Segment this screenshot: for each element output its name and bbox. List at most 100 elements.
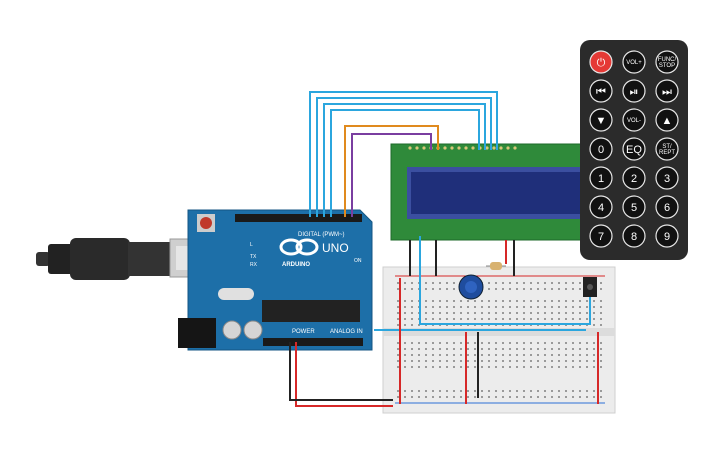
- breadboard-hole[interactable]: [488, 300, 490, 302]
- breadboard-hole[interactable]: [565, 366, 567, 368]
- breadboard-hole[interactable]: [467, 360, 469, 362]
- breadboard-hole[interactable]: [551, 348, 553, 350]
- breadboard-hole[interactable]: [523, 348, 525, 350]
- breadboard-hole[interactable]: [544, 312, 546, 314]
- breadboard-hole[interactable]: [474, 312, 476, 314]
- rail-hole[interactable]: [453, 288, 455, 290]
- remote-button-next[interactable]: ⏭: [655, 79, 679, 103]
- breadboard-hole[interactable]: [586, 318, 588, 320]
- rail-hole[interactable]: [488, 288, 490, 290]
- breadboard-hole[interactable]: [411, 324, 413, 326]
- rail-hole[interactable]: [446, 390, 448, 392]
- breadboard-hole[interactable]: [572, 312, 574, 314]
- rail-hole[interactable]: [502, 396, 504, 398]
- lcd-pin[interactable]: [457, 146, 461, 150]
- breadboard-hole[interactable]: [488, 318, 490, 320]
- breadboard-hole[interactable]: [439, 342, 441, 344]
- rail-hole[interactable]: [537, 282, 539, 284]
- ir-receiver[interactable]: [583, 277, 597, 297]
- breadboard-hole[interactable]: [488, 306, 490, 308]
- rail-hole[interactable]: [509, 282, 511, 284]
- breadboard-hole[interactable]: [411, 300, 413, 302]
- breadboard-hole[interactable]: [502, 360, 504, 362]
- rail-hole[interactable]: [558, 282, 560, 284]
- breadboard-hole[interactable]: [551, 312, 553, 314]
- lcd-16x2-display[interactable]: [390, 143, 592, 241]
- breadboard-hole[interactable]: [551, 354, 553, 356]
- breadboard-hole[interactable]: [544, 354, 546, 356]
- breadboard-hole[interactable]: [551, 342, 553, 344]
- breadboard-hole[interactable]: [558, 312, 560, 314]
- rail-hole[interactable]: [460, 396, 462, 398]
- breadboard-hole[interactable]: [516, 366, 518, 368]
- breadboard-hole[interactable]: [425, 342, 427, 344]
- breadboard-hole[interactable]: [523, 360, 525, 362]
- breadboard-hole[interactable]: [439, 306, 441, 308]
- rail-hole[interactable]: [523, 282, 525, 284]
- breadboard-hole[interactable]: [509, 300, 511, 302]
- rail-hole[interactable]: [530, 282, 532, 284]
- rail-hole[interactable]: [558, 396, 560, 398]
- breadboard-hole[interactable]: [600, 342, 602, 344]
- breadboard-hole[interactable]: [397, 300, 399, 302]
- breadboard-hole[interactable]: [593, 312, 595, 314]
- rail-hole[interactable]: [467, 396, 469, 398]
- breadboard-hole[interactable]: [558, 342, 560, 344]
- rail-hole[interactable]: [397, 396, 399, 398]
- breadboard-hole[interactable]: [425, 366, 427, 368]
- rail-hole[interactable]: [509, 288, 511, 290]
- breadboard-hole[interactable]: [495, 306, 497, 308]
- breadboard-hole[interactable]: [530, 360, 532, 362]
- rail-hole[interactable]: [579, 282, 581, 284]
- breadboard-hole[interactable]: [474, 300, 476, 302]
- rail-hole[interactable]: [551, 390, 553, 392]
- breadboard-hole[interactable]: [495, 360, 497, 362]
- breadboard-hole[interactable]: [411, 318, 413, 320]
- breadboard-hole[interactable]: [481, 312, 483, 314]
- breadboard-hole[interactable]: [600, 354, 602, 356]
- lcd-pin[interactable]: [485, 146, 489, 150]
- breadboard-hole[interactable]: [502, 354, 504, 356]
- remote-button-one[interactable]: 1: [589, 166, 613, 190]
- breadboard-hole[interactable]: [502, 306, 504, 308]
- breadboard-hole[interactable]: [397, 312, 399, 314]
- rail-hole[interactable]: [600, 282, 602, 284]
- breadboard-hole[interactable]: [544, 360, 546, 362]
- breadboard-hole[interactable]: [453, 360, 455, 362]
- breadboard-hole[interactable]: [593, 360, 595, 362]
- breadboard-hole[interactable]: [404, 348, 406, 350]
- arduino-uno-board[interactable]: ARDUINO UNO DIGITAL (PWM~) POWER ANALOG …: [178, 209, 373, 351]
- breadboard-hole[interactable]: [551, 360, 553, 362]
- breadboard-hole[interactable]: [544, 318, 546, 320]
- breadboard-hole[interactable]: [411, 366, 413, 368]
- rail-hole[interactable]: [481, 396, 483, 398]
- breadboard-hole[interactable]: [439, 354, 441, 356]
- rail-hole[interactable]: [453, 282, 455, 284]
- breadboard-hole[interactable]: [537, 306, 539, 308]
- breadboard-hole[interactable]: [481, 354, 483, 356]
- breadboard-hole[interactable]: [460, 348, 462, 350]
- rail-hole[interactable]: [411, 288, 413, 290]
- rail-hole[interactable]: [593, 396, 595, 398]
- remote-button-vol-down[interactable]: VOL-: [622, 108, 646, 132]
- breadboard-hole[interactable]: [530, 354, 532, 356]
- breadboard-hole[interactable]: [397, 324, 399, 326]
- rail-hole[interactable]: [509, 396, 511, 398]
- breadboard-hole[interactable]: [418, 354, 420, 356]
- breadboard-hole[interactable]: [502, 312, 504, 314]
- breadboard-hole[interactable]: [579, 354, 581, 356]
- breadboard-hole[interactable]: [481, 306, 483, 308]
- breadboard-hole[interactable]: [586, 306, 588, 308]
- rail-hole[interactable]: [565, 390, 567, 392]
- breadboard[interactable]: [382, 266, 616, 414]
- rail-hole[interactable]: [537, 396, 539, 398]
- breadboard-hole[interactable]: [551, 306, 553, 308]
- breadboard-hole[interactable]: [523, 342, 525, 344]
- breadboard-hole[interactable]: [572, 300, 574, 302]
- rail-hole[interactable]: [516, 396, 518, 398]
- breadboard-hole[interactable]: [558, 306, 560, 308]
- breadboard-hole[interactable]: [404, 342, 406, 344]
- rail-hole[interactable]: [488, 390, 490, 392]
- rail-hole[interactable]: [439, 396, 441, 398]
- rail-hole[interactable]: [579, 396, 581, 398]
